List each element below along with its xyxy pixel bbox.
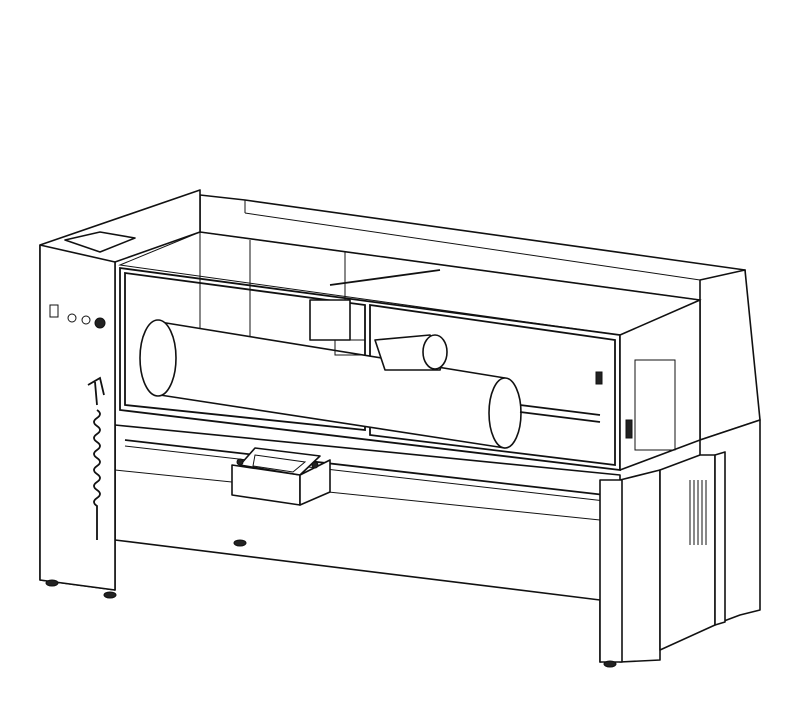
- switch-icon: [49, 304, 59, 318]
- electrical-box: [659, 451, 726, 651]
- foot: [233, 539, 247, 547]
- right-leg: [599, 479, 623, 663]
- roll-end-disc: [139, 319, 177, 397]
- knob-icon: [81, 315, 91, 325]
- fabric-roll: [139, 319, 601, 449]
- control-panel: [231, 447, 331, 506]
- emergency-stop-icon: [94, 317, 106, 329]
- motor: [309, 299, 448, 371]
- knob-icon: [67, 313, 77, 323]
- hose: [93, 409, 101, 540]
- top-cover: [199, 194, 746, 301]
- touch-screen: [252, 454, 307, 473]
- handle: [625, 419, 633, 439]
- foot: [603, 660, 617, 668]
- foot: [103, 591, 117, 599]
- spray-gun: [87, 376, 105, 406]
- left-cabinet: [39, 189, 201, 599]
- glass-enclosure: [118, 231, 702, 472]
- handle: [595, 371, 603, 385]
- panel-button-icon: [311, 461, 319, 469]
- panel-button-icon: [236, 458, 244, 466]
- vent-grille: [689, 480, 707, 545]
- foot: [45, 579, 59, 587]
